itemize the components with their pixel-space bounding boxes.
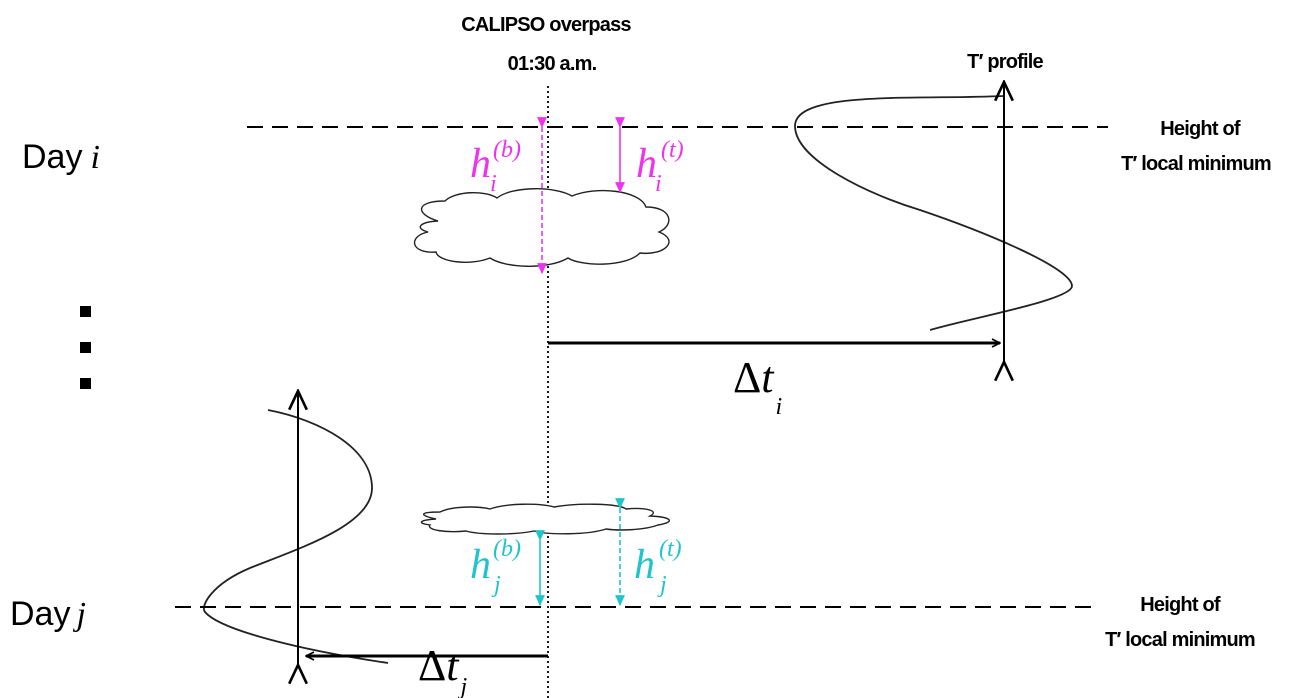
- profile-label: T′ profile: [967, 51, 1043, 73]
- day-i-min-label-line2: T′ local minimum: [1121, 153, 1271, 175]
- day-j-profile-curve: [203, 409, 389, 664]
- day-i-min-label-line1: Height of: [1160, 118, 1241, 140]
- day-j-time-offset-label: Δtj: [418, 641, 468, 698]
- day-j-cloud: [420, 503, 670, 535]
- day-i-top-height-label: h(t)i: [636, 137, 684, 197]
- overpass-time: 01:30 a.m.: [508, 53, 597, 75]
- day-j-min-label-line1: Height of: [1140, 594, 1221, 616]
- vertical-ellipsis-icon: [80, 306, 91, 389]
- day-i-time-offset-label: Δti: [733, 353, 782, 420]
- day-j-base-height-label: h(b)j: [470, 536, 521, 598]
- day-j-top-height-label: h(t)j: [634, 536, 682, 598]
- overpass-title: CALIPSO overpass: [461, 14, 631, 36]
- day-i-base-height-label: h(b)i: [470, 137, 521, 197]
- day-j-min-label-line2: T′ local minimum: [1105, 629, 1255, 651]
- day-i-profile-curve: [794, 95, 1073, 331]
